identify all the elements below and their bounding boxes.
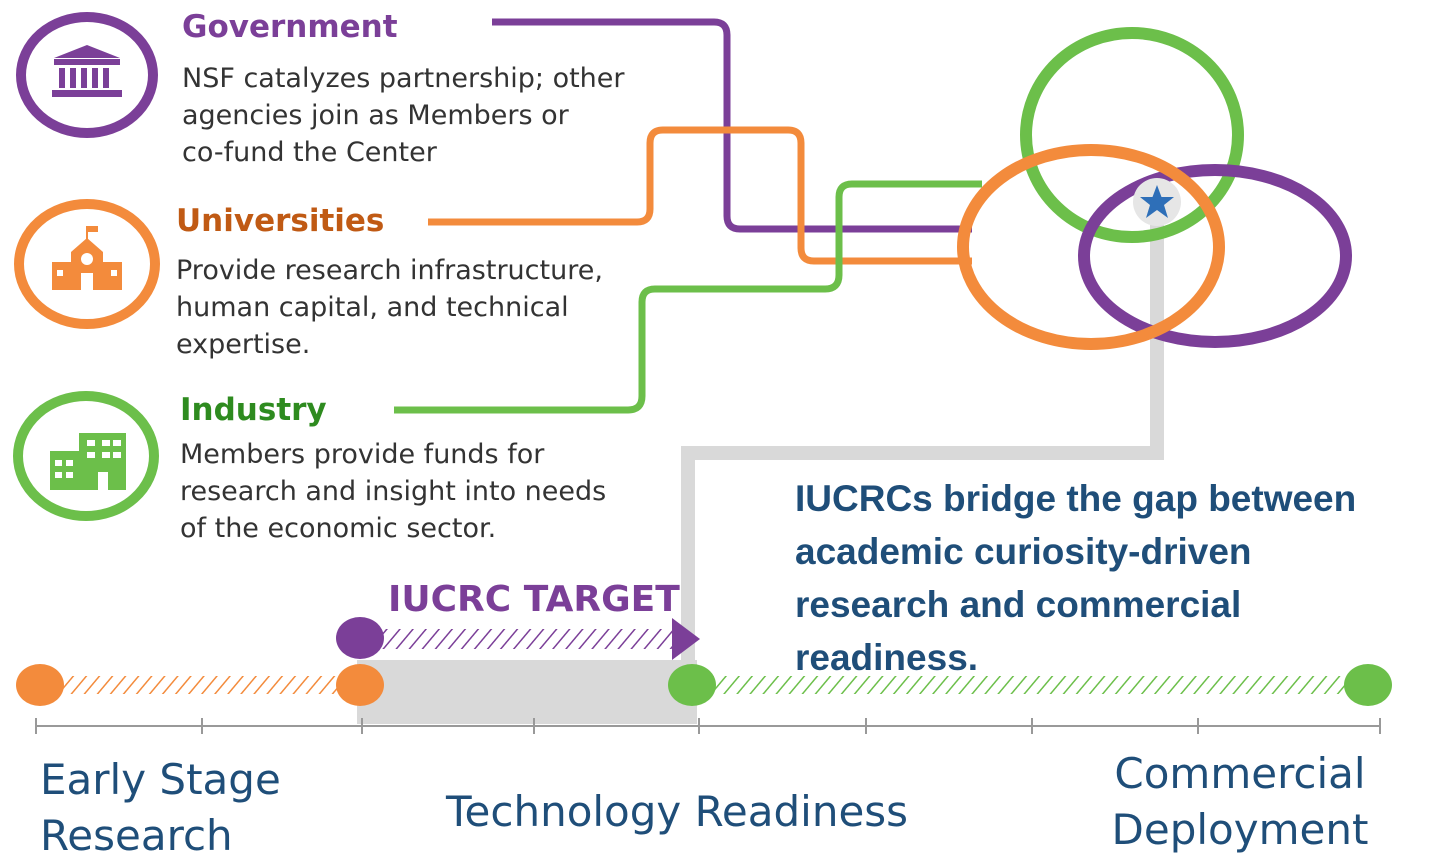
target-bar xyxy=(380,629,675,649)
bridge-statement-line: readiness. xyxy=(795,637,979,678)
axis-ticks xyxy=(35,718,1381,734)
axis-end-label: Commercial Deployment xyxy=(1090,746,1390,858)
university-school-icon xyxy=(52,226,122,290)
universities-description: Provide research infrastructure, human c… xyxy=(176,252,603,363)
government-description-line: agencies join as Members or xyxy=(182,100,569,131)
universities-description-line: expertise. xyxy=(176,329,311,360)
target-arrowhead xyxy=(672,618,700,660)
axis-start-label-line: Research xyxy=(40,811,233,860)
industry-description-line: Members provide funds for xyxy=(180,439,545,470)
government-building-icon xyxy=(52,45,122,97)
government-title: Government xyxy=(182,9,398,45)
industry-venn-circle xyxy=(1020,27,1244,243)
axis-end-label-line: Deployment xyxy=(1111,805,1369,854)
universities-connector xyxy=(428,126,972,265)
axis-start-label: Early Stage Research xyxy=(40,752,281,864)
target-zone xyxy=(357,660,697,724)
bridge-statement-line: IUCRCs bridge the gap between xyxy=(795,478,1357,519)
industry-icon-circle xyxy=(13,391,159,521)
industry-description: Members provide funds for research and i… xyxy=(180,436,606,547)
bridge-statement: IUCRCs bridge the gap between academic c… xyxy=(795,472,1356,684)
universities-description-line: human capital, and technical xyxy=(176,292,569,323)
target-label: IUCRC TARGET xyxy=(388,579,680,620)
axis-middle-label: Technology Readiness xyxy=(446,787,909,836)
bridge-statement-line: research and commercial xyxy=(795,584,1242,625)
target-start-orange-dot xyxy=(336,664,384,706)
government-connector xyxy=(492,18,972,233)
government-description: NSF catalyzes partnership; other agencie… xyxy=(182,60,625,171)
industry-connector xyxy=(394,180,982,414)
industry-title: Industry xyxy=(180,392,327,428)
star-icon xyxy=(1140,185,1174,218)
axis-start-label-line: Early Stage xyxy=(40,755,281,804)
government-description-line: NSF catalyzes partnership; other xyxy=(182,63,625,94)
government-description-line: co-fund the Center xyxy=(182,137,437,168)
target-end-dot xyxy=(668,664,716,706)
target-start-purple-dot xyxy=(336,617,384,659)
industry-description-line: research and insight into needs xyxy=(180,476,607,507)
government-icon-circle xyxy=(16,12,158,138)
government-venn-circle xyxy=(1078,164,1352,348)
axis-end-label-line: Commercial xyxy=(1114,749,1366,798)
universities-title: Universities xyxy=(176,203,385,239)
early-research-bar xyxy=(60,676,360,694)
universities-icon-circle xyxy=(14,199,160,329)
end-dot xyxy=(1344,664,1392,706)
industry-description-line: of the economic sector. xyxy=(180,513,497,544)
bridge-statement-line: academic curiosity-driven xyxy=(795,531,1252,572)
commercial-bar xyxy=(700,676,1360,694)
universities-venn-circle xyxy=(957,144,1225,350)
universities-description-line: Provide research infrastructure, xyxy=(176,255,603,286)
industry-office-icon xyxy=(50,433,126,490)
start-dot xyxy=(16,664,64,706)
